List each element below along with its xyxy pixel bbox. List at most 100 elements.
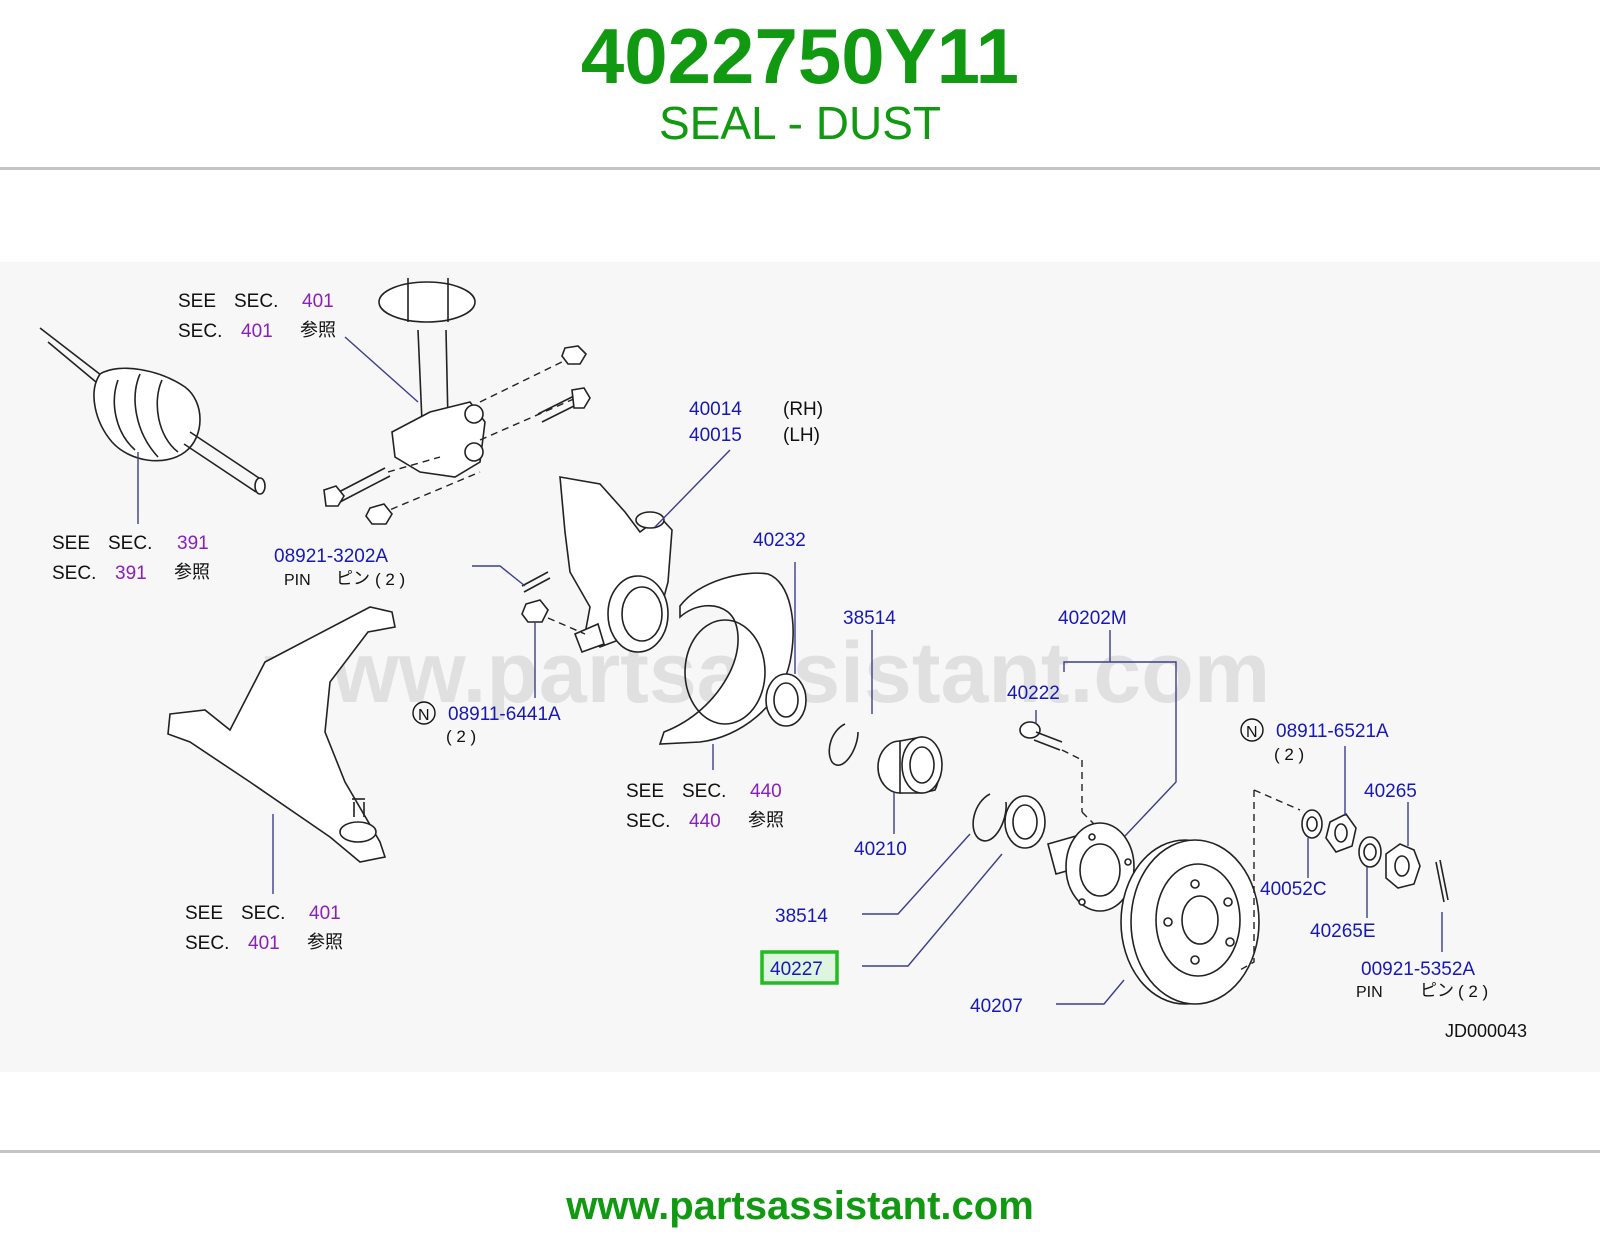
wheel-hub-drawing xyxy=(1047,822,1135,912)
svg-text:SEC.: SEC. xyxy=(682,781,726,802)
part-label-38514-bottom[interactable]: 38514 xyxy=(775,906,828,927)
washer-40052c-drawing xyxy=(1301,809,1323,839)
svg-text:08921-3202A: 08921-3202A xyxy=(274,546,388,567)
snap-ring-bottom-drawing xyxy=(972,793,1007,842)
svg-text:SEE: SEE xyxy=(185,903,223,924)
svg-text:(RH): (RH) xyxy=(783,399,823,420)
drive-shaft-drawing xyxy=(39,327,266,495)
svg-text:参照: 参照 xyxy=(307,932,343,953)
part-label-40202m[interactable]: 40202M xyxy=(1058,608,1127,629)
highlight-box xyxy=(760,950,839,985)
svg-text:SEC.: SEC. xyxy=(178,321,222,342)
svg-text:40014: 40014 xyxy=(689,399,742,420)
parts-diagram-panel: www.partsassistant.com xyxy=(0,262,1600,1072)
brake-rotor-40207-drawing xyxy=(1120,839,1260,1005)
exploded-parts-diagram: www.partsassistant.com xyxy=(39,278,1527,1041)
svg-text:SEC.: SEC. xyxy=(241,903,285,924)
leader-line xyxy=(472,565,526,587)
svg-text:401: 401 xyxy=(309,903,341,924)
part-label-40232[interactable]: 40232 xyxy=(753,530,806,551)
leader-line xyxy=(654,449,731,528)
bearing-40210-drawing xyxy=(877,736,943,794)
cotter-pin-drawing xyxy=(521,571,586,635)
retainer-40265-drawing xyxy=(1385,843,1421,889)
hub-nut-08911-6521-drawing xyxy=(1325,812,1357,853)
see-sec-391-label[interactable]: SEE SEC. 391 SEC. 391 参照 xyxy=(52,533,210,584)
part-label-40052c[interactable]: 40052C xyxy=(1260,879,1327,900)
svg-text:08911-6521A: 08911-6521A xyxy=(1276,721,1389,742)
hub-bolt-40222-drawing xyxy=(1019,721,1063,751)
n-badge-icon xyxy=(412,701,436,725)
svg-text:440: 440 xyxy=(689,811,721,832)
strut-drawing xyxy=(378,278,486,478)
svg-text:401: 401 xyxy=(241,321,273,342)
dust-seal-40227-drawing xyxy=(1004,795,1046,849)
svg-text:401: 401 xyxy=(302,291,334,312)
svg-text:( 2 ): ( 2 ) xyxy=(1274,745,1304,764)
leader-bracket xyxy=(1063,661,1177,837)
svg-text:N: N xyxy=(1246,724,1258,741)
svg-text:440: 440 xyxy=(750,781,782,802)
svg-text:N: N xyxy=(418,707,430,724)
leader-line xyxy=(344,336,419,403)
pin-08921-3202a-label[interactable]: 08921-3202A PIN ピン ( 2 ) xyxy=(274,546,405,589)
svg-text:(LH): (LH) xyxy=(783,425,820,446)
header-divider xyxy=(0,167,1600,170)
lock-washer-40265e-drawing xyxy=(1358,836,1382,868)
svg-text:PIN: PIN xyxy=(284,572,311,589)
svg-text:ピン: ピン xyxy=(336,569,370,589)
svg-text:40227: 40227 xyxy=(770,959,823,980)
leader-line xyxy=(862,833,971,915)
svg-text:PIN: PIN xyxy=(1356,984,1383,1001)
pin-00921-5352a-label[interactable]: 00921-5352A PIN ピン ( 2 ) xyxy=(1356,959,1488,1001)
svg-text:391: 391 xyxy=(115,563,147,584)
svg-text:参照: 参照 xyxy=(174,562,210,583)
svg-text:SEC.: SEC. xyxy=(626,811,670,832)
nut-08911-6521a-label[interactable]: N 08911-6521A ( 2 ) xyxy=(1240,718,1389,764)
svg-text:参照: 参照 xyxy=(748,810,784,831)
knuckle-part-label[interactable]: 40014 (RH) 40015 (LH) xyxy=(689,399,823,446)
svg-text:SEC.: SEC. xyxy=(185,933,229,954)
part-label-40265e[interactable]: 40265E xyxy=(1310,921,1376,942)
svg-text:40015: 40015 xyxy=(689,425,742,446)
diagram-id-label: JD000043 xyxy=(1445,1021,1527,1041)
part-label-40207[interactable]: 40207 xyxy=(970,996,1023,1017)
part-name-subtitle: SEAL - DUST xyxy=(658,97,942,149)
seal-40232-drawing xyxy=(765,673,807,727)
svg-text:( 2 ): ( 2 ) xyxy=(375,570,405,589)
svg-text:( 2 ): ( 2 ) xyxy=(1458,982,1488,1001)
part-number-title: 4022750Y11 xyxy=(580,12,1020,100)
svg-text:ピン: ピン xyxy=(1420,981,1454,1001)
nut-08911-6441a-label[interactable]: N 08911-6441A ( 2 ) xyxy=(412,701,561,746)
cotter-pin-00921-drawing xyxy=(1435,859,1449,903)
svg-text:SEE: SEE xyxy=(626,781,664,802)
part-label-40210[interactable]: 40210 xyxy=(854,839,907,860)
backing-plate-drawing xyxy=(658,572,794,745)
svg-text:SEC.: SEC. xyxy=(108,533,152,554)
knuckle-drawing xyxy=(559,476,673,654)
leader-line xyxy=(1056,979,1125,1005)
svg-text:391: 391 xyxy=(177,533,209,554)
part-label-40222[interactable]: 40222 xyxy=(1007,683,1060,704)
leader-line xyxy=(862,853,1003,967)
svg-text:SEE: SEE xyxy=(52,533,90,554)
snap-ring-top-drawing xyxy=(828,723,859,766)
see-sec-401-bottom-label[interactable]: SEE SEC. 401 SEC. 401 参照 xyxy=(185,903,343,954)
svg-text:08911-6441A: 08911-6441A xyxy=(448,704,561,725)
svg-text:SEE: SEE xyxy=(178,291,216,312)
svg-text:00921-5352A: 00921-5352A xyxy=(1361,959,1475,980)
part-label-40265[interactable]: 40265 xyxy=(1364,781,1417,802)
svg-text:参照: 参照 xyxy=(300,320,336,341)
svg-text:401: 401 xyxy=(248,933,280,954)
svg-text:SEC.: SEC. xyxy=(52,563,96,584)
see-sec-440-label[interactable]: SEE SEC. 440 SEC. 440 参照 xyxy=(626,781,784,832)
see-sec-401-top-label[interactable]: SEE SEC. 401 SEC. 401 参照 xyxy=(178,291,336,342)
footer-site-link[interactable]: www.partsassistant.com xyxy=(566,1184,1034,1228)
svg-text:( 2 ): ( 2 ) xyxy=(446,727,476,746)
n-badge-icon xyxy=(1240,718,1264,742)
page-header: 4022750Y11 SEAL - DUST xyxy=(0,0,1600,170)
highlighted-part-40227[interactable]: 40227 xyxy=(760,950,839,985)
svg-text:SEC.: SEC. xyxy=(234,291,278,312)
part-label-38514-top[interactable]: 38514 xyxy=(843,608,896,629)
strut-bolts-drawing xyxy=(323,345,591,525)
